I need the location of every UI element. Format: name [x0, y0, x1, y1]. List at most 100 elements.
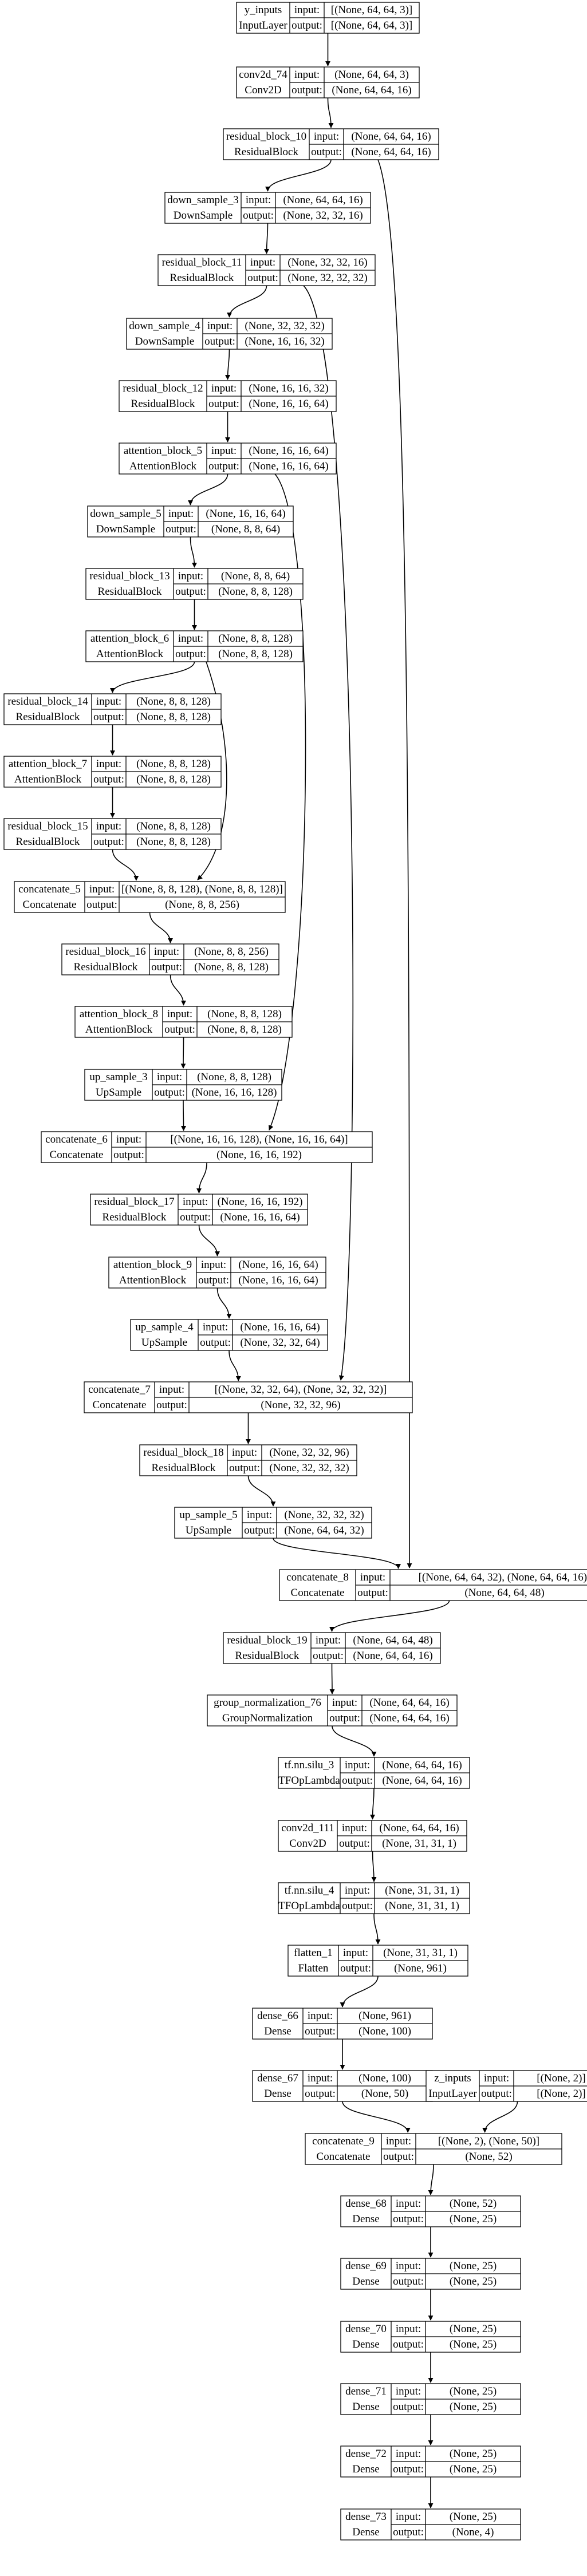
layer-node-residual_block_19: residual_block_19ResidualBlockinput:outp… — [223, 1632, 441, 1664]
output-shape: (None, 52) — [465, 2151, 512, 2163]
input-shape: (None, 52) — [450, 2198, 497, 2210]
layer-name: flatten_1 — [294, 1947, 333, 1959]
input-shape: (None, 31, 31, 1) — [385, 1884, 459, 1897]
output-label: output: — [86, 899, 117, 911]
input-label: input: — [396, 2260, 421, 2272]
layer-node-attention_block_9: attention_block_9AttentionBlockinput:out… — [108, 1257, 326, 1289]
edge-concatenate_9-to-dense_68 — [428, 2164, 434, 2195]
layer-name: tf.nn.silu_4 — [285, 1884, 334, 1897]
input-label: input: — [343, 1947, 368, 1959]
layer-type: AttentionBlock — [96, 648, 164, 660]
edge-group_normalization_76-to-tf_nn_silu_3 — [332, 1725, 377, 1757]
edge-up_sample_5-to-concatenate_8 — [273, 1538, 401, 1569]
layer-name: up_sample_3 — [89, 1071, 147, 1083]
input-shape: [(None, 16, 16, 128), (None, 16, 16, 64)… — [170, 1133, 348, 1145]
layer-type: Dense — [352, 2338, 379, 2350]
output-label: output: — [291, 19, 322, 31]
input-label: input: — [396, 2511, 421, 2523]
layer-type: Concatenate — [93, 1399, 147, 1411]
output-shape: (None, 25) — [450, 2275, 497, 2287]
layer-node-residual_block_16: residual_block_16ResidualBlockinput:outp… — [61, 943, 279, 975]
layer-node-down_sample_4: down_sample_4DownSampleinput:output:(Non… — [126, 318, 333, 350]
layer-name: residual_block_15 — [7, 820, 88, 832]
output-label: output: — [339, 1838, 370, 1850]
output-shape: (None, 25) — [450, 2338, 497, 2350]
layer-name: attention_block_5 — [124, 445, 202, 457]
layer-type: ResidualBlock — [235, 1650, 300, 1662]
output-label: output: — [154, 1086, 185, 1099]
output-shape: (None, 16, 16, 64) — [220, 1211, 300, 1223]
output-label: output: — [247, 272, 278, 284]
input-shape: (None, 16, 16, 192) — [218, 1196, 303, 1208]
edge-tf_nn_silu_3-to-conv2d_111 — [370, 1788, 376, 1820]
edge-residual_block_10-to-concatenate_8 — [377, 159, 412, 1568]
layer-type: Dense — [352, 2401, 379, 2413]
layer-type: Dense — [352, 2463, 379, 2475]
layer-name: attention_block_9 — [113, 1259, 192, 1271]
output-shape: (None, 64, 64, 16) — [332, 84, 411, 96]
layer-node-tf_nn_silu_4: tf.nn.silu_4TFOpLambdainput:output:(None… — [278, 1882, 470, 1914]
output-label: output: — [93, 773, 124, 785]
edge-residual_block_16-to-attention_block_8 — [170, 974, 186, 1006]
layer-name: residual_block_19 — [227, 1634, 307, 1646]
layer-type: GroupNormalization — [222, 1712, 313, 1724]
input-shape: (None, 16, 16, 32) — [249, 382, 328, 394]
layer-node-residual_block_17: residual_block_17ResidualBlockinput:outp… — [90, 1194, 308, 1226]
output-shape: (None, 50) — [361, 2088, 408, 2100]
output-label: output: — [357, 1587, 388, 1599]
output-shape: (None, 64, 64, 16) — [353, 1650, 432, 1662]
input-label: input: — [96, 758, 121, 770]
input-label: input: — [89, 883, 115, 895]
layer-type: AttentionBlock — [85, 1024, 153, 1036]
input-label: input: — [294, 4, 320, 16]
input-label: input: — [154, 946, 179, 958]
edge-dense_67-to-concatenate_9 — [342, 2101, 411, 2133]
layer-node-down_sample_5: down_sample_5DownSampleinput:output:(Non… — [87, 505, 294, 538]
output-label: output: — [208, 398, 239, 410]
layer-type: DownSample — [96, 523, 155, 535]
layer-name: up_sample_4 — [135, 1321, 194, 1333]
output-shape: (None, 16, 16, 64) — [249, 460, 328, 472]
layer-name: attention_block_8 — [80, 1008, 158, 1020]
output-label: output: — [383, 2151, 414, 2163]
layer-type: ResidualBlock — [170, 272, 234, 284]
output-shape: (None, 8, 8, 128) — [136, 836, 211, 848]
layer-node-concatenate_8: concatenate_8Concatenateinput:output:[(N… — [279, 1569, 587, 1601]
input-label: input: — [157, 1071, 182, 1083]
input-shape: (None, 8, 8, 64) — [221, 570, 290, 582]
layer-type: ResidualBlock — [131, 398, 195, 410]
output-label: output: — [329, 1712, 360, 1724]
layer-name: dense_72 — [345, 2448, 387, 2460]
input-shape: (None, 25) — [450, 2260, 497, 2272]
edge-residual_block_18-to-up_sample_5 — [247, 1475, 276, 1507]
edge-attention_block_5-to-down_sample_5 — [188, 473, 229, 505]
input-label: input: — [116, 1133, 141, 1145]
edge-concatenate_8-to-residual_block_19 — [329, 1600, 450, 1632]
input-shape: (None, 64, 64, 3) — [334, 69, 409, 81]
layer-type: DownSample — [135, 335, 194, 347]
input-shape: (None, 961) — [358, 2010, 411, 2022]
layer-type: TFOpLambda — [278, 1775, 340, 1787]
input-shape: (None, 8, 8, 128) — [207, 1008, 282, 1020]
output-label: output: — [393, 2275, 424, 2287]
output-label: output: — [393, 2463, 424, 2475]
output-shape: (None, 16, 16, 128) — [192, 1086, 277, 1099]
input-label: input: — [247, 1509, 272, 1521]
output-label: output: — [393, 2526, 424, 2538]
output-label: output: — [93, 711, 124, 723]
layer-name: dense_73 — [345, 2511, 387, 2523]
output-label: output: — [393, 2338, 424, 2350]
output-label: output: — [342, 1900, 373, 1912]
layer-node-residual_block_15: residual_block_15ResidualBlockinput:outp… — [3, 818, 222, 850]
node-box — [278, 1757, 470, 1789]
edge-residual_block_11-to-down_sample_4 — [227, 285, 267, 318]
